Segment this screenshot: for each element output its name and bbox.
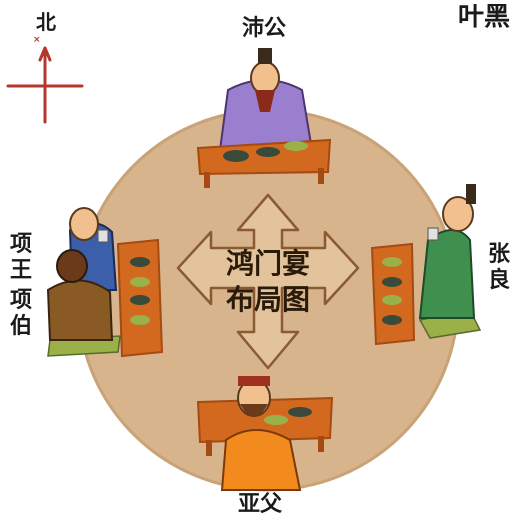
figure-yafu <box>220 376 302 491</box>
top-right-fragment: 叶黑 <box>458 4 511 30</box>
seat-label-right-2: 良 <box>488 268 511 293</box>
seat-label-bottom: 亚父 <box>238 492 283 517</box>
seat-label-left-upper-1: 项 <box>10 232 33 257</box>
center-title-line2: 布局图 <box>226 283 311 316</box>
figure-zhangliang <box>418 184 482 339</box>
compass-icon <box>6 46 84 124</box>
seat-label-right-1: 张 <box>488 242 511 267</box>
table-top <box>196 138 332 188</box>
seat-label-left-lower-2: 伯 <box>10 314 33 339</box>
table-right <box>370 242 416 346</box>
figure-xiangbo <box>46 249 121 357</box>
table-left <box>116 238 164 358</box>
seat-label-left-lower-1: 项 <box>10 288 33 313</box>
table-bottom <box>196 396 334 456</box>
figure-peigong <box>218 48 314 151</box>
four-way-arrow <box>176 193 360 370</box>
seat-label-left-upper-2: 王 <box>10 258 33 283</box>
center-title-line1: 鸿门宴 <box>226 247 311 280</box>
compass-north-label: 北 <box>36 10 56 34</box>
seat-label-top: 沛公 <box>242 16 287 41</box>
compass-small-mark: × <box>33 35 41 45</box>
